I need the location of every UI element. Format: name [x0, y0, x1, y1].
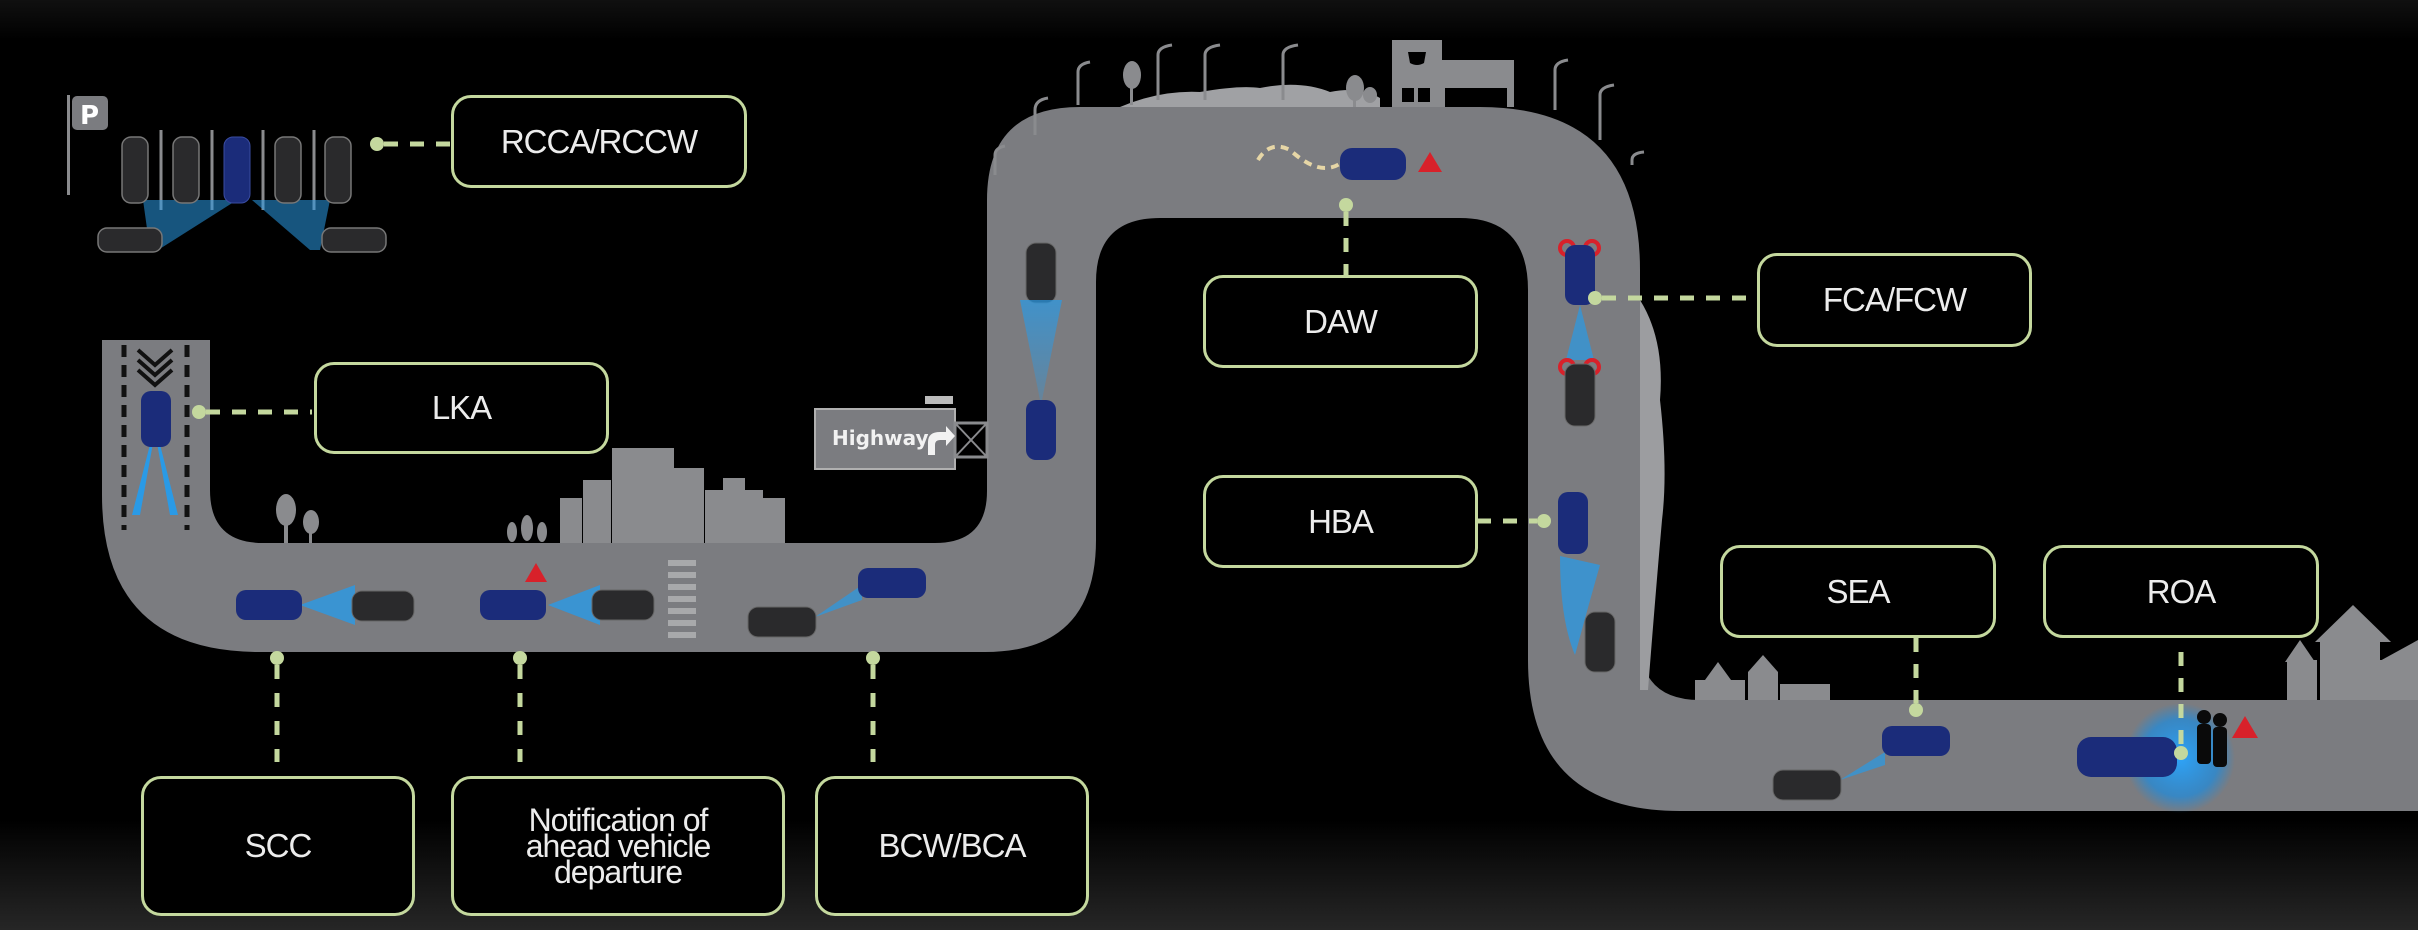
highway-sign: Highway: [814, 396, 989, 470]
feature-box-bcw[interactable]: BCW/BCA: [815, 776, 1089, 916]
ego-car: [858, 568, 926, 598]
scenery: Highway: [276, 40, 2418, 700]
sensor-fan-left: [143, 200, 237, 250]
weaving-path: [1256, 144, 1344, 171]
ego-car: [223, 136, 251, 204]
parking-sign-icon: [72, 96, 108, 130]
ego-car: [2077, 737, 2177, 777]
houses-right: [2285, 605, 2418, 700]
feature-box-roa[interactable]: ROA: [2043, 545, 2319, 638]
coffee-cup-icon: [1408, 52, 1426, 65]
feature-label: SEA: [1826, 572, 1890, 610]
tree-icon: [276, 494, 319, 543]
parking-lot: P: [67, 95, 387, 253]
feature-label-line: departure: [554, 854, 683, 890]
highway-sign-label: Highway: [832, 426, 929, 450]
top-trees: [1123, 61, 1377, 107]
warning-triangle-icon: [525, 563, 547, 582]
feature-label: RCCA/RCCW: [500, 122, 698, 160]
ego-car: [236, 590, 302, 620]
road: [102, 107, 2418, 811]
chevron-markings: [136, 348, 174, 388]
ego-car: [1340, 148, 1406, 180]
city-skyline: [507, 448, 785, 543]
feature-box-hba[interactable]: HBA: [1203, 475, 1478, 568]
ego-car: [141, 391, 171, 447]
feature-label: BCW/BCA: [878, 827, 1026, 864]
feature-label-line: Notification of: [528, 802, 709, 838]
vehicles: [132, 144, 2258, 813]
houses-left: [1695, 655, 1830, 700]
sensor-fan-right: [252, 200, 330, 250]
connectors: [192, 137, 2188, 762]
ego-car: [480, 590, 546, 620]
cafe-building: [1392, 40, 1514, 107]
street-lamps: [993, 43, 1645, 175]
pedestrian-icon: [2197, 710, 2227, 767]
feature-label: ROA: [2146, 572, 2217, 610]
high-beam: [1560, 556, 1600, 655]
warning-triangle-icon: [2232, 716, 2258, 738]
feature-label: SCC: [244, 827, 313, 864]
roadside-fog: [1640, 300, 1665, 690]
crosswalk: [668, 560, 696, 638]
feature-label: FCA/FCW: [1822, 281, 1967, 318]
ego-car: [1558, 492, 1588, 554]
ego-car: [1565, 245, 1595, 305]
feature-label-line: ahead vehicle: [525, 828, 711, 864]
hills: [1120, 84, 1380, 107]
feature-box-sea[interactable]: SEA: [1720, 545, 1996, 638]
feature-label: HBA: [1308, 502, 1374, 540]
feature-label: DAW: [1304, 302, 1378, 340]
parking-sign-label: P: [80, 101, 99, 131]
feature-box-notification[interactable]: Notification of ahead vehicle departure: [451, 776, 785, 916]
road-surface: [102, 107, 2418, 811]
ego-car: [1882, 726, 1950, 756]
ego-car: [1026, 400, 1056, 460]
feature-label: LKA: [431, 389, 492, 426]
feature-box-daw[interactable]: DAW: [1203, 275, 1478, 368]
feature-box-rcca[interactable]: RCCA/RCCW: [451, 95, 747, 188]
feature-box-lka[interactable]: LKA: [314, 362, 609, 454]
warning-triangle-icon: [1418, 152, 1442, 172]
feature-box-fca[interactable]: FCA/FCW: [1757, 253, 2032, 347]
feature-box-scc[interactable]: SCC: [141, 776, 415, 916]
turn-right-arrow-icon: [928, 426, 955, 455]
